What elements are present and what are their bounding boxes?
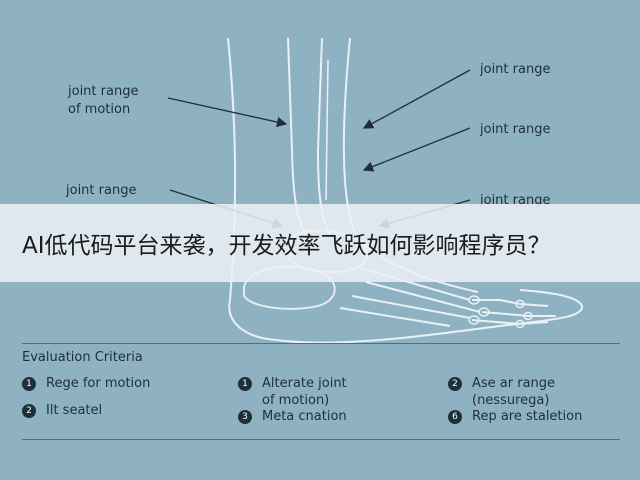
- toe-joint: [515, 319, 525, 329]
- criteria-item: 2 Ilt seatel: [22, 402, 102, 419]
- toe-bones-1: [472, 299, 549, 307]
- criteria-number-badge: 6: [448, 410, 462, 424]
- metatarsal-bone-4: [339, 307, 451, 327]
- criteria-item: 1 Alterate joint of motion): [238, 375, 347, 409]
- banner-headline: AI低代码平台来袭，开发效率飞跃如何影响程序员？: [22, 233, 551, 259]
- toe-joint: [468, 295, 480, 305]
- criteria-text: Rege for motion: [46, 376, 151, 391]
- arrow-left-top: [167, 97, 288, 128]
- toe-joint: [468, 315, 480, 325]
- criteria-title: Evaluation Criteria: [22, 350, 143, 365]
- label-line: joint range: [68, 84, 139, 99]
- criteria-item: 3 Meta cnation: [238, 408, 347, 425]
- criteria-text: Alterate joint of motion): [262, 376, 347, 408]
- label-joint-range-right-2: joint range: [480, 122, 551, 137]
- toe-joint: [523, 311, 533, 321]
- label-joint-range-right-1: joint range: [480, 62, 551, 77]
- toe-joint: [515, 299, 525, 309]
- toe-bones-3: [471, 319, 549, 326]
- criteria-text: Ase ar range (nessurega): [472, 376, 556, 408]
- metatarsal-bone-2: [365, 281, 481, 313]
- foot-outline: [228, 289, 583, 344]
- label-line: of motion: [68, 102, 131, 117]
- label-joint-range-left-mid: joint range: [66, 183, 137, 198]
- criteria-number-badge: 3: [238, 410, 252, 424]
- criteria-number-badge: 2: [448, 377, 462, 391]
- divider-bottom: [22, 439, 620, 440]
- toe-bones-2: [481, 311, 556, 317]
- criteria-item: 6 Rep are staletion: [448, 408, 582, 425]
- criteria-number-badge: 1: [238, 377, 252, 391]
- criteria-item: 1 Rege for motion: [22, 375, 150, 392]
- criteria-number-badge: 1: [22, 377, 36, 391]
- criteria-text: Meta cnation: [262, 409, 347, 424]
- criteria-number-badge: 2: [22, 404, 36, 418]
- label-joint-range-left-top: joint range of motion: [68, 83, 138, 119]
- toe-joint: [478, 307, 490, 317]
- criteria-text: Rep are staletion: [472, 409, 583, 424]
- criteria-item: 2 Ase ar range (nessurega): [448, 375, 555, 409]
- criteria-text: Ilt seatel: [46, 403, 103, 418]
- arrow-right-1: [362, 69, 471, 129]
- headline-banner: AI低代码平台来袭，开发效率飞跃如何影响程序员？: [0, 204, 640, 282]
- fibula-bone: [325, 59, 329, 201]
- metatarsal-bone-3: [351, 295, 471, 319]
- arrow-right-2: [362, 127, 471, 172]
- divider-top: [22, 343, 620, 344]
